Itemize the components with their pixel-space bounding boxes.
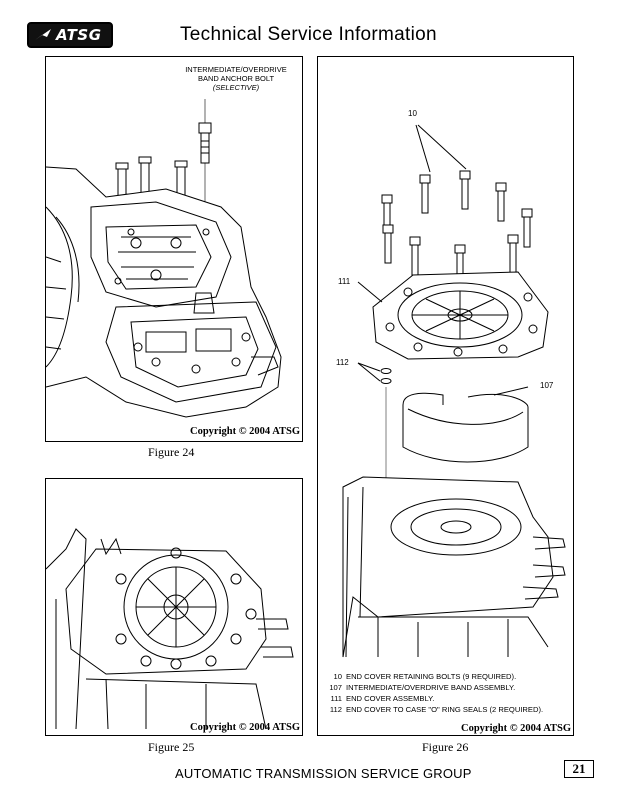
logo-swoosh-icon: [35, 29, 51, 40]
figure-25-caption: Figure 25: [148, 740, 195, 754]
callout-line-2: BAND ANCHOR BOLT: [197, 74, 275, 83]
footer-title: AUTOMATIC TRANSMISSION SERVICE GROUP: [175, 766, 472, 781]
logo-text: ATSG: [56, 26, 102, 44]
atsg-logo: ATSG: [27, 22, 113, 48]
label-10: 10: [408, 109, 417, 118]
figure-25-box: Copyright © 2004 ATSG: [45, 478, 303, 736]
figure-26-box: 10 111 112 107 Copyright © 2004 ATSG: [317, 56, 574, 736]
anchor-bolt-callout: INTERMEDIATE/OVERDRIVE BAND ANCHOR BOLT …: [176, 65, 296, 92]
figure-25-copyright: Copyright © 2004 ATSG: [190, 722, 301, 733]
page-number: 21: [564, 760, 594, 778]
figure-26-illustration: [342, 124, 566, 658]
figure-24-box: INTERMEDIATE/OVERDRIVE BAND ANCHOR BOLT …: [45, 56, 303, 442]
figure-26-caption: Figure 26: [422, 740, 469, 754]
figure-25-illustration: [46, 528, 294, 730]
figure-24-illustration: [46, 99, 282, 418]
figure-24-caption: Figure 24: [148, 445, 195, 459]
end-cover-bolts: [381, 170, 533, 284]
figure-24-copyright: Copyright © 2004 ATSG: [190, 426, 301, 437]
label-112: 112: [336, 358, 349, 367]
label-107: 107: [540, 381, 554, 390]
callout-line-1: INTERMEDIATE/OVERDRIVE: [185, 65, 287, 74]
callout-line-3: (SELECTIVE): [212, 83, 260, 92]
figure-26-copyright: Copyright © 2004 ATSG: [461, 723, 572, 734]
label-111: 111: [338, 277, 351, 286]
page-title: Technical Service Information: [180, 24, 437, 45]
